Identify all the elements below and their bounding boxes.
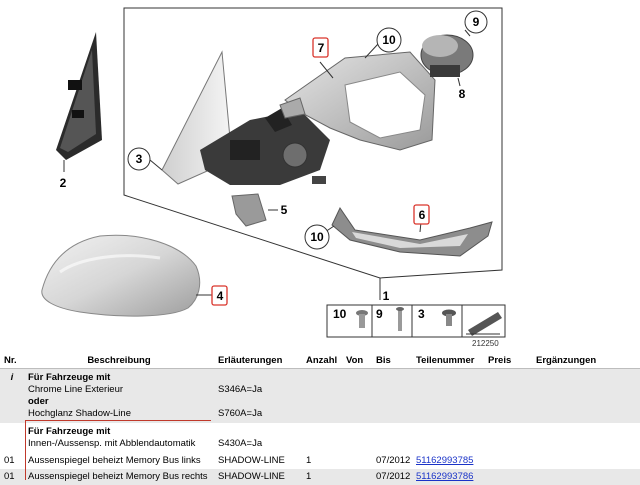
svg-text:4: 4 (217, 289, 224, 303)
parts-diagram: 2 3 5 7 10 9 8 10 6 4 1 (41, 7, 506, 348)
info-block-description: Für Fahrzeuge mit Chrome Line Exterieur … (24, 368, 214, 423)
col-header-preis[interactable]: Preis (484, 352, 532, 369)
cell-bis: 07/2012 (376, 455, 411, 466)
svg-text:9: 9 (376, 307, 383, 321)
callout-2[interactable]: 2 (60, 176, 67, 190)
col-header-bis[interactable]: Bis (372, 352, 412, 369)
hardware-3-screw[interactable]: 3 (418, 307, 456, 326)
svg-text:3: 3 (136, 152, 143, 166)
hardware-9-screw[interactable]: 9 (376, 307, 404, 331)
svg-text:2: 2 (60, 176, 67, 190)
cell-teilenummer: 51162993785 (412, 453, 484, 469)
svg-text:10: 10 (382, 33, 396, 47)
group-block-description: Für Fahrzeuge mit Innen-/Aussensp. mit A… (24, 423, 214, 453)
svg-text:6: 6 (419, 208, 426, 222)
group-block-title: Für Fahrzeuge mit (28, 426, 111, 437)
info-block-line1-note: S346A=Ja (218, 384, 263, 395)
svg-text:1: 1 (383, 289, 390, 303)
col-header-nr[interactable]: Nr. (0, 352, 24, 369)
part-5-small-cover[interactable] (231, 193, 278, 227)
part-7-mirror-housing-frame[interactable] (279, 43, 436, 151)
callout-1[interactable]: 1 (383, 289, 390, 303)
mirror-motor-assembly[interactable] (200, 108, 330, 185)
cell-nr: 01 (4, 455, 15, 466)
info-block-line1: Chrome Line Exterieur (28, 384, 124, 395)
cell-anzahl: 1 (302, 469, 342, 485)
col-header-von[interactable]: Von (342, 352, 372, 369)
cell-nr: 01 (0, 469, 24, 485)
table-row[interactable]: 01 Aussenspiegel beheizt Memory Bus link… (0, 453, 640, 469)
callout-6[interactable]: 6 (413, 204, 430, 225)
callout-4[interactable]: 4 (211, 285, 228, 306)
callout-10-bottom[interactable]: 10 (304, 224, 330, 250)
highlight-border-left (25, 420, 26, 480)
part-number-link[interactable]: 51162993785 (416, 455, 474, 466)
part-2-mirror-base[interactable] (56, 32, 102, 172)
part-9-mirror-motor[interactable] (420, 29, 474, 87)
diagram-ref-number: 212250 (472, 339, 499, 348)
cell-preis (484, 453, 532, 469)
cell-bis: 07/2012 (372, 469, 412, 485)
group-block-line1-note: S430A=Ja (218, 438, 263, 449)
col-header-teilenummer[interactable]: Teilenummer (412, 352, 484, 369)
cell-von (342, 469, 372, 485)
svg-text:8: 8 (459, 87, 466, 101)
cell-beschreibung: Aussenspiegel beheizt Memory Bus links (28, 455, 201, 466)
cell-ergaenzungen (532, 469, 640, 485)
svg-text:7: 7 (318, 41, 325, 55)
cell-erlaeuterungen: SHADOW-LINE (218, 455, 285, 466)
highlight-border-top (25, 420, 211, 421)
hardware-10-screw[interactable]: 10 (333, 307, 368, 328)
info-icon[interactable]: i (0, 368, 24, 423)
info-block-title: Für Fahrzeuge mit (28, 372, 111, 383)
col-header-beschreibung[interactable]: Beschreibung (24, 352, 214, 369)
part-6-turn-signal[interactable] (324, 206, 493, 257)
svg-text:3: 3 (418, 307, 425, 321)
cell-teilenummer: 51162993786 (412, 469, 484, 485)
group-block-notes: S430A=Ja (214, 423, 302, 453)
hardware-legend: 10 9 3 (326, 304, 506, 338)
callout-8[interactable]: 8 (459, 87, 466, 101)
group-block-row: Für Fahrzeuge mit Innen-/Aussensp. mit A… (0, 423, 640, 453)
info-block-or: oder (28, 396, 49, 407)
col-header-ergaenzungen[interactable]: Ergänzungen (532, 352, 640, 369)
group-block-line1: Innen-/Aussensp. mit Abblendautomatik (28, 438, 196, 449)
col-header-erlaeuterungen[interactable]: Erläuterungen (214, 352, 302, 369)
assembly-outline (123, 7, 503, 279)
info-block-line2: Hochglanz Shadow-Line (28, 408, 131, 419)
svg-text:5: 5 (281, 203, 288, 217)
svg-text:9: 9 (473, 15, 480, 29)
callout-10-top[interactable]: 10 (376, 27, 402, 53)
callout-7[interactable]: 7 (312, 37, 329, 58)
cell-erlaeuterungen: SHADOW-LINE (214, 469, 302, 485)
info-block-notes: S346A=Ja S760A=Ja (214, 368, 302, 423)
col-header-anzahl[interactable]: Anzahl (302, 352, 342, 369)
part-number-link[interactable]: 51162993786 (416, 471, 474, 482)
callout-3[interactable]: 3 (127, 147, 151, 171)
table-row[interactable]: 01 Aussenspiegel beheizt Memory Bus rech… (0, 469, 640, 485)
cell-von (342, 453, 372, 469)
tool-icon (466, 312, 502, 336)
svg-text:10: 10 (310, 230, 324, 244)
cell-anzahl: 1 (306, 455, 312, 466)
parts-table: Nr. Beschreibung Erläuterungen Anzahl Vo… (0, 352, 640, 485)
info-block-line2-note: S760A=Ja (218, 408, 263, 419)
table-header-row: Nr. Beschreibung Erläuterungen Anzahl Vo… (0, 352, 640, 369)
svg-text:10: 10 (333, 307, 347, 321)
cell-beschreibung: Aussenspiegel beheizt Memory Bus rechts (24, 469, 214, 485)
callout-9[interactable]: 9 (464, 10, 488, 34)
callout-5[interactable]: 5 (281, 203, 288, 217)
cell-preis (484, 469, 532, 485)
cell-ergaenzungen (532, 453, 640, 469)
info-block-row: i Für Fahrzeuge mit Chrome Line Exterieu… (0, 368, 640, 423)
part-4-mirror-cap[interactable] (41, 234, 212, 317)
